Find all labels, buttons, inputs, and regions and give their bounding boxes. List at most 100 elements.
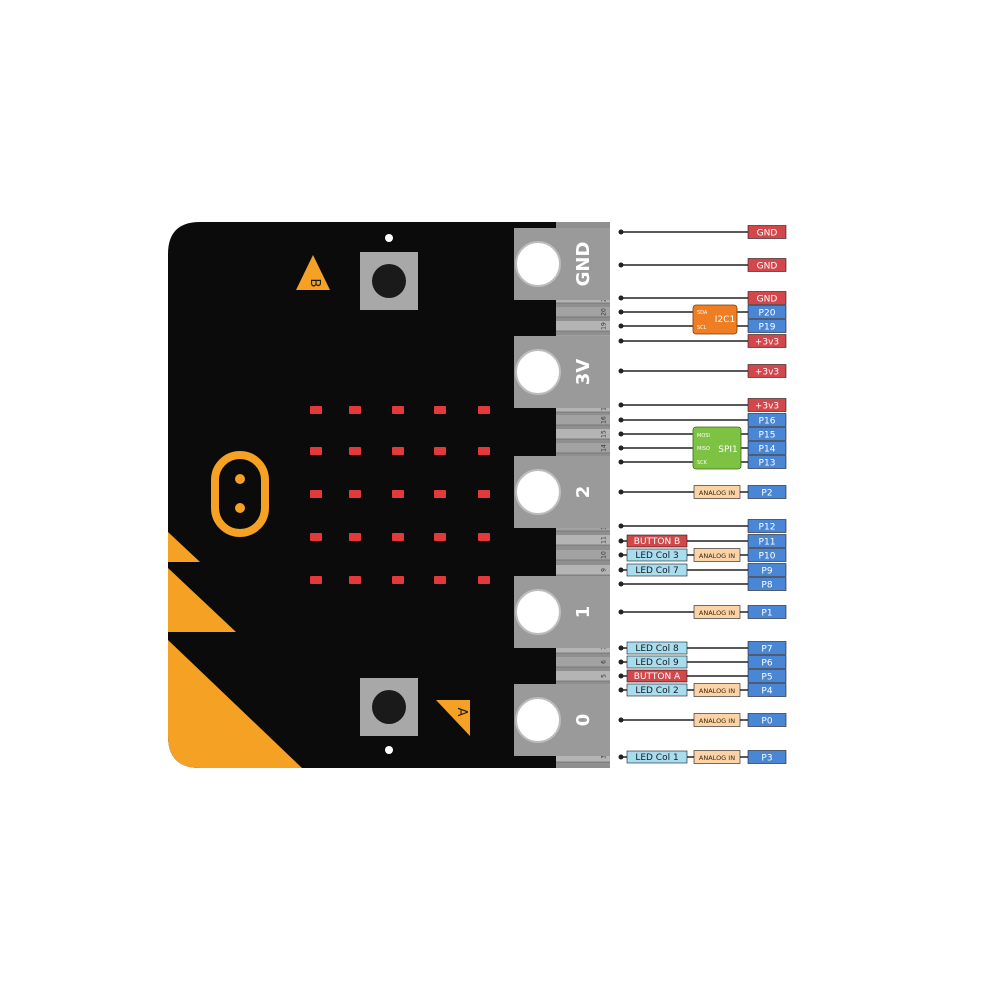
led-pixel: [392, 576, 404, 584]
button-a-arrow: [436, 700, 470, 736]
led-col-7-tag-box: [626, 563, 688, 577]
button-b-arrow: [296, 255, 330, 290]
pin-name-label: P10: [759, 551, 776, 561]
button-a-tag-label: BUTTON A: [634, 672, 681, 682]
edge-stripe: [556, 535, 610, 545]
pin-name-box: [747, 750, 787, 764]
pin-number-label: 20: [601, 308, 608, 316]
pin-name-label: P4: [761, 686, 772, 696]
analog-in-tag-label: ANALOG IN: [699, 717, 735, 725]
led-pixel: [349, 447, 361, 455]
pad-label: GND: [573, 242, 594, 287]
pin-name-box: [747, 641, 787, 655]
orange-notch-top: [168, 532, 200, 562]
edge-stripe: [556, 671, 610, 681]
pin-number-label: 14: [601, 444, 608, 452]
led-col-1-tag-box: [626, 750, 688, 764]
pin-name-box: [747, 577, 787, 591]
pin-name-box: [747, 398, 787, 412]
pin-number-label: 5: [601, 674, 608, 678]
board: 222120191817161514131211109876543 B A: [168, 222, 610, 768]
led-col-2-tag-label: LED Col 2: [635, 686, 678, 696]
pad-hole: [515, 349, 561, 395]
edge-stripe: [556, 752, 610, 762]
i2c-scl-label: SCL: [697, 325, 707, 331]
pad-label: 2: [573, 486, 594, 499]
edge-stripe: [556, 321, 610, 331]
led-col-3-tag-box: [626, 548, 688, 562]
pin-name-box: [747, 364, 787, 378]
pin-name-label: P19: [759, 322, 776, 332]
pin-name-box: [747, 485, 787, 499]
pin-name-box: [747, 605, 787, 619]
pin-name-box: [747, 534, 787, 548]
pin-name-label: P0: [761, 716, 772, 726]
pin-name-label: GND: [757, 261, 778, 271]
i2c-bus-block: [692, 304, 738, 335]
pin-name-label: P8: [761, 580, 772, 590]
led-pixel: [349, 576, 361, 584]
pin-name-label: P16: [759, 416, 776, 426]
led-col-8-tag-box: [626, 641, 688, 655]
analog-in-tag-box: [693, 683, 741, 697]
orange-notch-middle: [168, 568, 236, 632]
edge-stripe: [556, 550, 610, 560]
pin-name-label: P12: [759, 522, 776, 532]
led-pixel: [310, 490, 322, 498]
led-pixel: [434, 533, 446, 541]
pin-name-label: P14: [759, 444, 776, 454]
board-outline: [168, 222, 610, 768]
pad-hole: [515, 589, 561, 635]
button-a-cap: [372, 690, 406, 724]
mount-hole-bottom: [385, 746, 393, 754]
led-pixel: [310, 576, 322, 584]
pin-name-label: P3: [761, 753, 772, 763]
pin-name-label: P1: [761, 608, 772, 618]
analog-in-tag-box: [693, 485, 741, 499]
pin-name-label: P20: [759, 308, 776, 318]
pad-hole: [515, 241, 561, 287]
led-pixel: [478, 576, 490, 584]
pin-name-label: +3v3: [755, 337, 779, 347]
led-col-1-tag-label: LED Col 1: [635, 753, 678, 763]
pin-number-label: 16: [601, 416, 608, 424]
pin-name-box: [747, 291, 787, 305]
pad-hole: [515, 697, 561, 743]
pin-name-box: [747, 519, 787, 533]
led-pixel: [310, 447, 322, 455]
analog-in-tag-box: [693, 713, 741, 727]
analog-in-tag-label: ANALOG IN: [699, 552, 735, 560]
led-pixel: [392, 406, 404, 414]
button-b-label: B: [307, 279, 322, 288]
pin-name-label: P2: [761, 488, 772, 498]
button-a-tag-box: [626, 669, 688, 683]
edge-stripe: [556, 657, 610, 667]
button-a-label: A: [454, 708, 469, 717]
analog-in-tag-label: ANALOG IN: [699, 489, 735, 497]
pin-name-label: P5: [761, 672, 772, 682]
spi-sck-label: SCK: [697, 460, 708, 466]
pad-label: 1: [573, 606, 594, 619]
led-pixel: [478, 406, 490, 414]
pin-name-box: [747, 258, 787, 272]
button-b-tag-label: BUTTON B: [634, 537, 680, 547]
edge-stripe: [556, 443, 610, 453]
led-pixel: [349, 406, 361, 414]
pin-number-label: 15: [601, 430, 608, 438]
led-pixel: [310, 406, 322, 414]
edge-stripe: [556, 565, 610, 575]
pin-name-box: [747, 413, 787, 427]
pin-name-box: [747, 655, 787, 669]
led-pixel: [349, 490, 361, 498]
led-pixel: [478, 490, 490, 498]
spi-bus-block: [692, 426, 742, 470]
pin-name-label: P9: [761, 566, 772, 576]
button-b-cap: [372, 264, 406, 298]
led-col-3-tag-label: LED Col 3: [635, 551, 678, 561]
pad-hole: [515, 469, 561, 515]
pin-number-label: 3: [601, 755, 608, 759]
led-matrix: [310, 406, 490, 584]
led-pixel: [392, 490, 404, 498]
led-pixel: [434, 447, 446, 455]
pin-name-box: [747, 334, 787, 348]
